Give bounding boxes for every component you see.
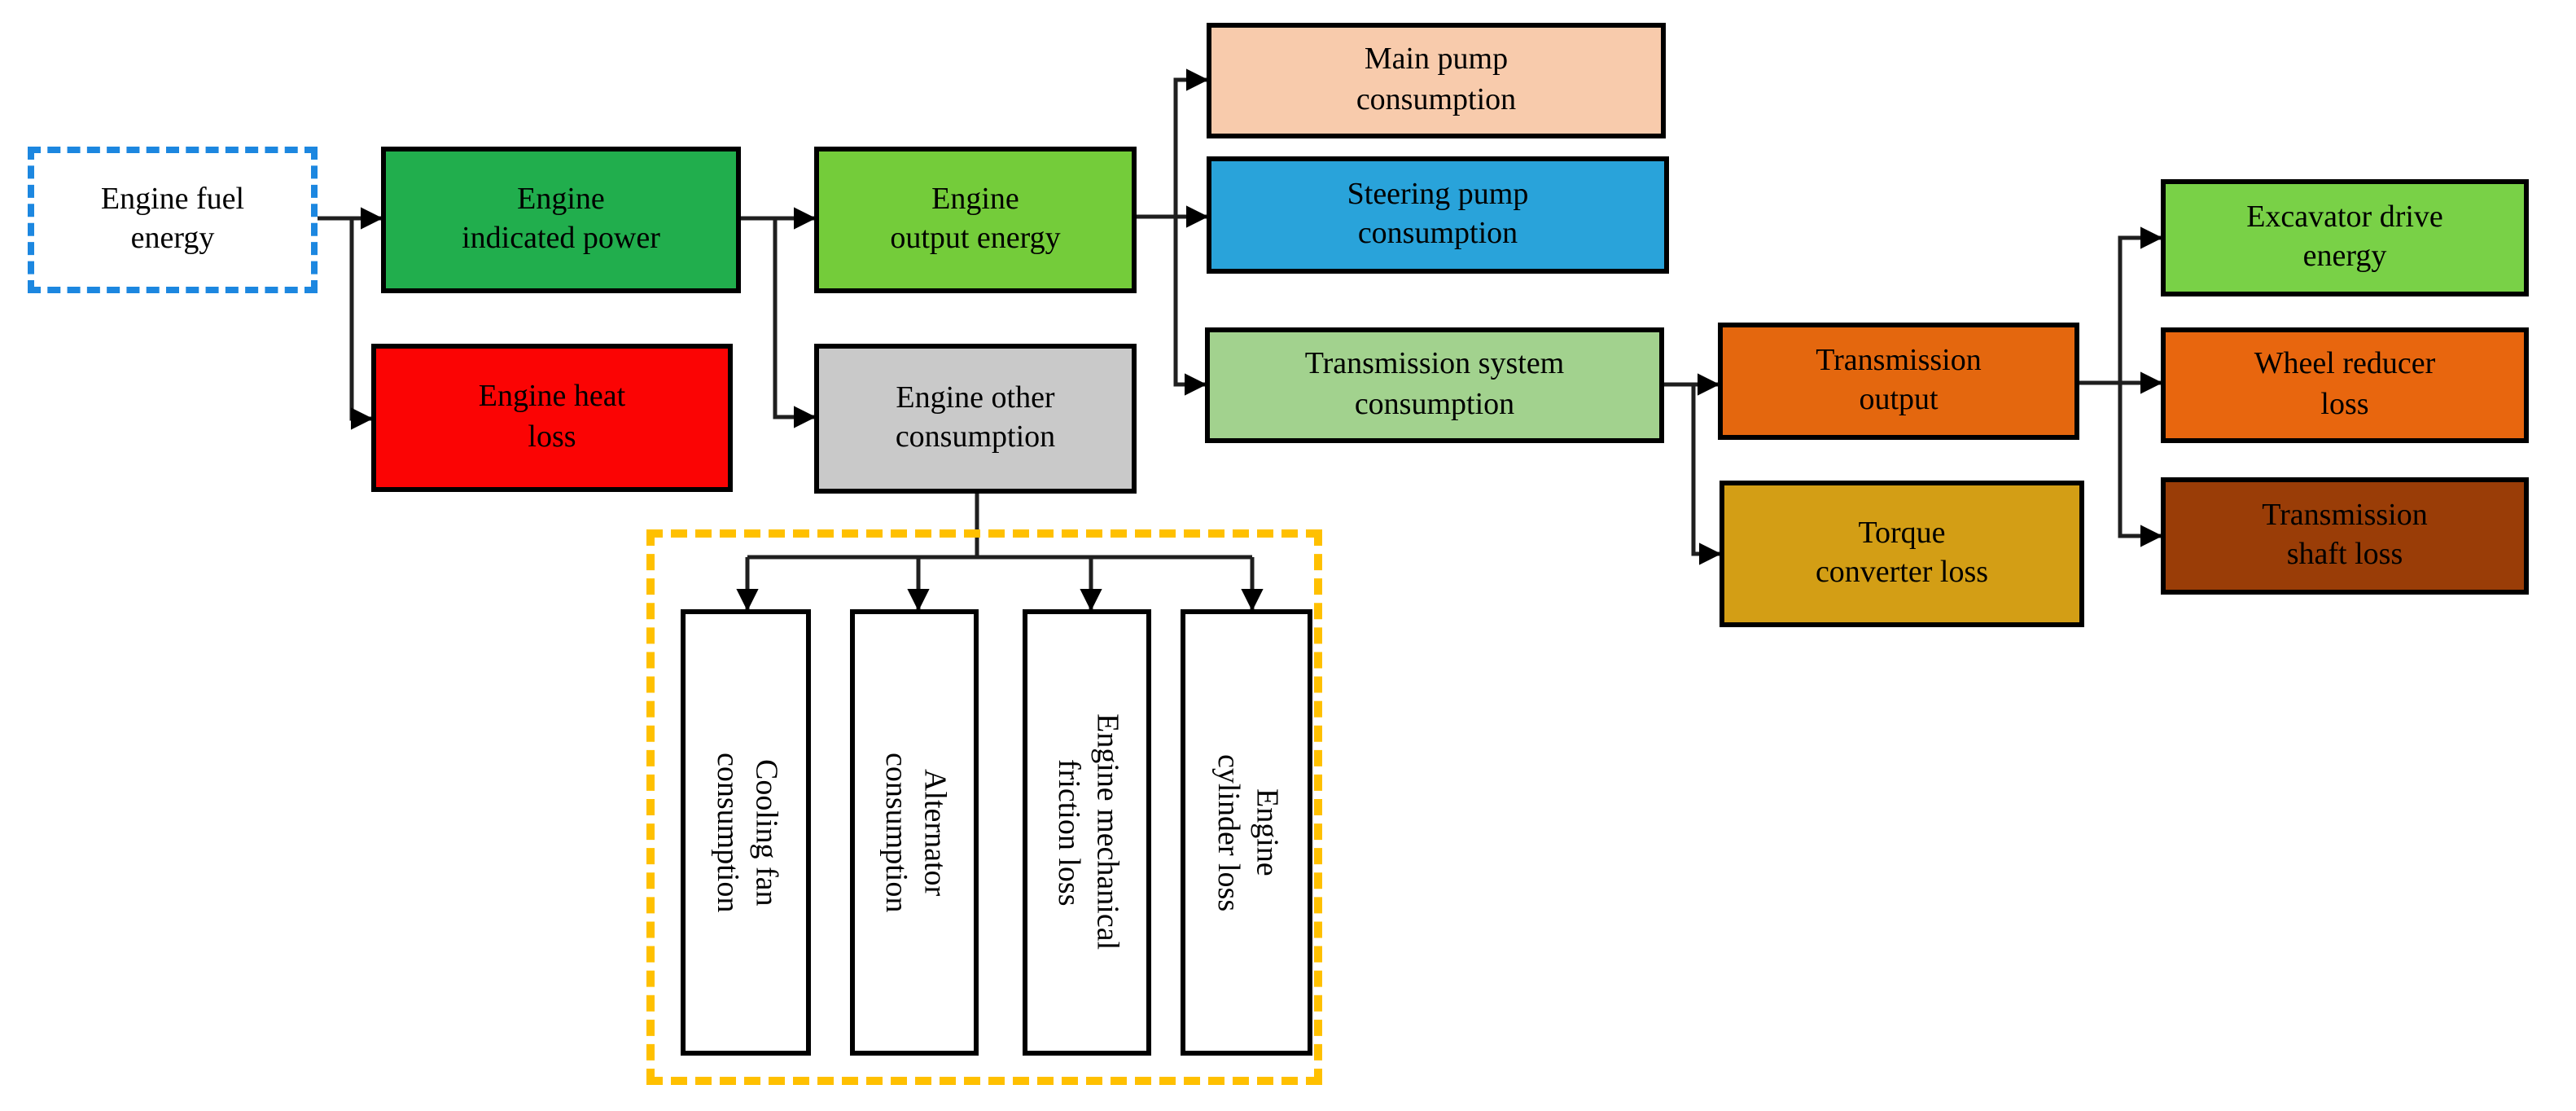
node-wheel-reducer-loss: Wheel reducer loss (2161, 327, 2529, 443)
node-engine-mechanical-friction-loss: Engine mechanical friction loss (1023, 609, 1151, 1056)
node-cooling-fan-consumption: Cooling fan consumption (681, 609, 811, 1056)
node-torque-converter-loss: Torque converter loss (1720, 481, 2084, 627)
edge-fuel-to-heat (349, 218, 374, 430)
edge-indicated-to-other (773, 218, 817, 428)
node-alternator-consumption: Alternator consumption (850, 609, 979, 1056)
node-engine-fuel-energy: Engine fuel energy (28, 147, 318, 293)
node-engine-indicated-power: Engine indicated power (381, 147, 741, 293)
node-transmission-shaft-loss: Transmission shaft loss (2161, 477, 2529, 595)
node-label: Steering pump consumption (1347, 177, 1529, 251)
node-steering-pump-consumption: Steering pump consumption (1207, 156, 1669, 274)
edge-transout-to-shaft (2118, 383, 2163, 547)
edge-output-to-mainpump (1173, 68, 1209, 217)
node-engine-cylinder-loss: Engine cylinder loss (1181, 609, 1312, 1056)
node-label: Transmission shaft loss (2262, 498, 2428, 572)
node-main-pump-consumption: Main pump consumption (1207, 23, 1666, 138)
node-label: Engine other consumption (895, 380, 1056, 455)
edge-output-to-transsys (1173, 217, 1207, 396)
node-transmission-output: Transmission output (1718, 323, 2079, 440)
node-label: Transmission system consumption (1304, 347, 1565, 421)
node-engine-output-energy: Engine output energy (814, 147, 1137, 293)
node-engine-heat-loss: Engine heat loss (371, 344, 733, 492)
node-label: Engine fuel energy (100, 182, 245, 256)
node-label: Main pump consumption (1356, 42, 1517, 116)
node-label: Excavator drive energy (2246, 200, 2443, 274)
node-label: Wheel reducer loss (2254, 347, 2436, 421)
node-label: Engine cylinder loss (1211, 753, 1284, 911)
node-label: Alternator consumption (878, 752, 952, 913)
node-label: Engine heat loss (478, 380, 626, 454)
node-label: Transmission output (1816, 343, 1982, 417)
node-label: Engine indicated power (462, 182, 660, 256)
node-engine-other-consumption: Engine other consumption (814, 344, 1137, 494)
edge-transout-to-excavator (2118, 226, 2163, 383)
node-label: Cooling fan consumption (710, 752, 783, 913)
node-label: Engine mechanical friction loss (1051, 714, 1124, 951)
node-label: Engine output energy (890, 182, 1061, 256)
node-label: Torque converter loss (1815, 516, 1989, 590)
node-transmission-system-consumption: Transmission system consumption (1205, 327, 1664, 443)
engine-other-breakdown-group (646, 529, 1322, 1085)
node-excavator-drive-energy: Excavator drive energy (2161, 179, 2529, 296)
edge-transsys-to-torque (1691, 384, 1722, 565)
